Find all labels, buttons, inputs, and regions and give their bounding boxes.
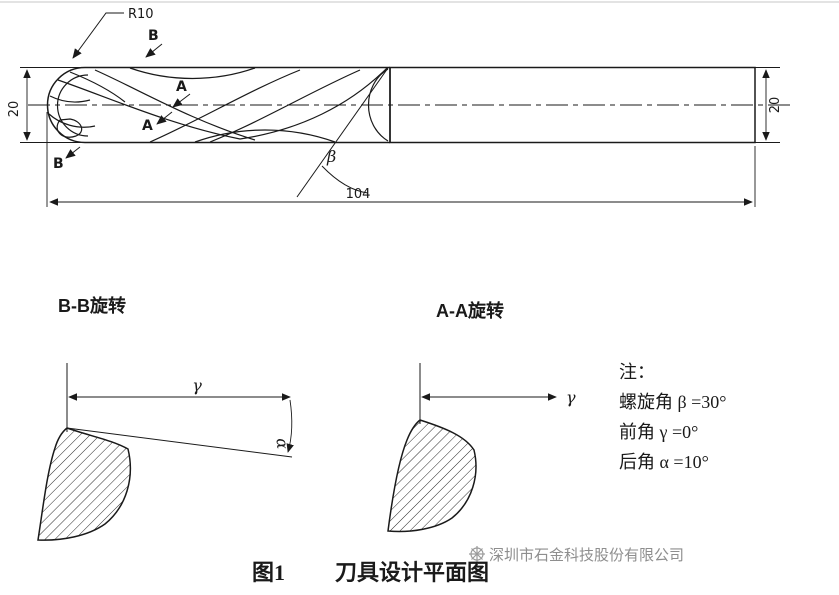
notes-title: 注：: [619, 362, 655, 382]
helix-angle-construction: [296, 67, 389, 198]
section-aa-view: [387, 363, 557, 533]
note-relief-angle: 后角 α =10°: [619, 452, 709, 472]
figure-caption: 图1 刀具设计平面图: [252, 560, 489, 585]
section-marker-b-bottom: B: [53, 156, 64, 172]
section-marker-a-bottom: A: [142, 118, 153, 134]
caption-title: 刀具设计平面图: [335, 560, 489, 585]
dimension-length: [46, 112, 756, 207]
section-bb-alpha-label: α: [273, 437, 293, 450]
watermark: 深圳市石金科技股份有限公司: [469, 546, 684, 564]
radius-callout: [72, 12, 124, 59]
section-bb-title: B-B旋转: [58, 295, 126, 316]
section-marker-a-top: A: [176, 79, 187, 95]
section-bb-gamma-label: γ: [192, 376, 202, 395]
section-bb-view: [37, 363, 294, 541]
dimension-diameter-left: [20, 67, 90, 143]
caption-figure-number: 图1: [252, 560, 285, 585]
section-arrow-a-top: [172, 93, 191, 108]
section-bb-alpha-line: [66, 427, 293, 458]
section-marker-b-top: B: [148, 28, 159, 44]
ball-nose-gash-curves: [48, 71, 126, 138]
watermark-logo-icon: [469, 546, 485, 562]
section-aa-title: A-A旋转: [436, 300, 504, 321]
dim-diameter-right-value: 20: [768, 97, 783, 114]
dim-length-value: 104: [346, 187, 371, 202]
section-aa-shape: [387, 419, 477, 533]
helix-angle-label: β: [326, 147, 336, 166]
dim-diameter-left-value: 20: [7, 101, 22, 118]
section-aa-gamma-label: γ: [566, 388, 576, 407]
section-arrow-b-top: [145, 43, 163, 58]
note-helix-angle: 螺旋角 β =30°: [619, 392, 727, 412]
section-arrow-b-bottom: [65, 146, 81, 159]
notes-block: 注： 螺旋角 β =30° 前角 γ =0° 后角 α =10°: [619, 362, 727, 472]
radius-label: R10: [128, 7, 154, 22]
note-rake-angle: 前角 γ =0°: [619, 422, 698, 442]
dimension-diameter-right: [755, 67, 780, 143]
flute-spiral-curves: [57, 67, 389, 143]
section-bb-alpha-arc: [286, 399, 294, 453]
watermark-company-text: 深圳市石金科技股份有限公司: [489, 547, 684, 564]
section-bb-shape: [37, 427, 132, 541]
section-arrow-a-bottom: [156, 111, 173, 125]
ball-nose-outline: [46, 66, 86, 144]
